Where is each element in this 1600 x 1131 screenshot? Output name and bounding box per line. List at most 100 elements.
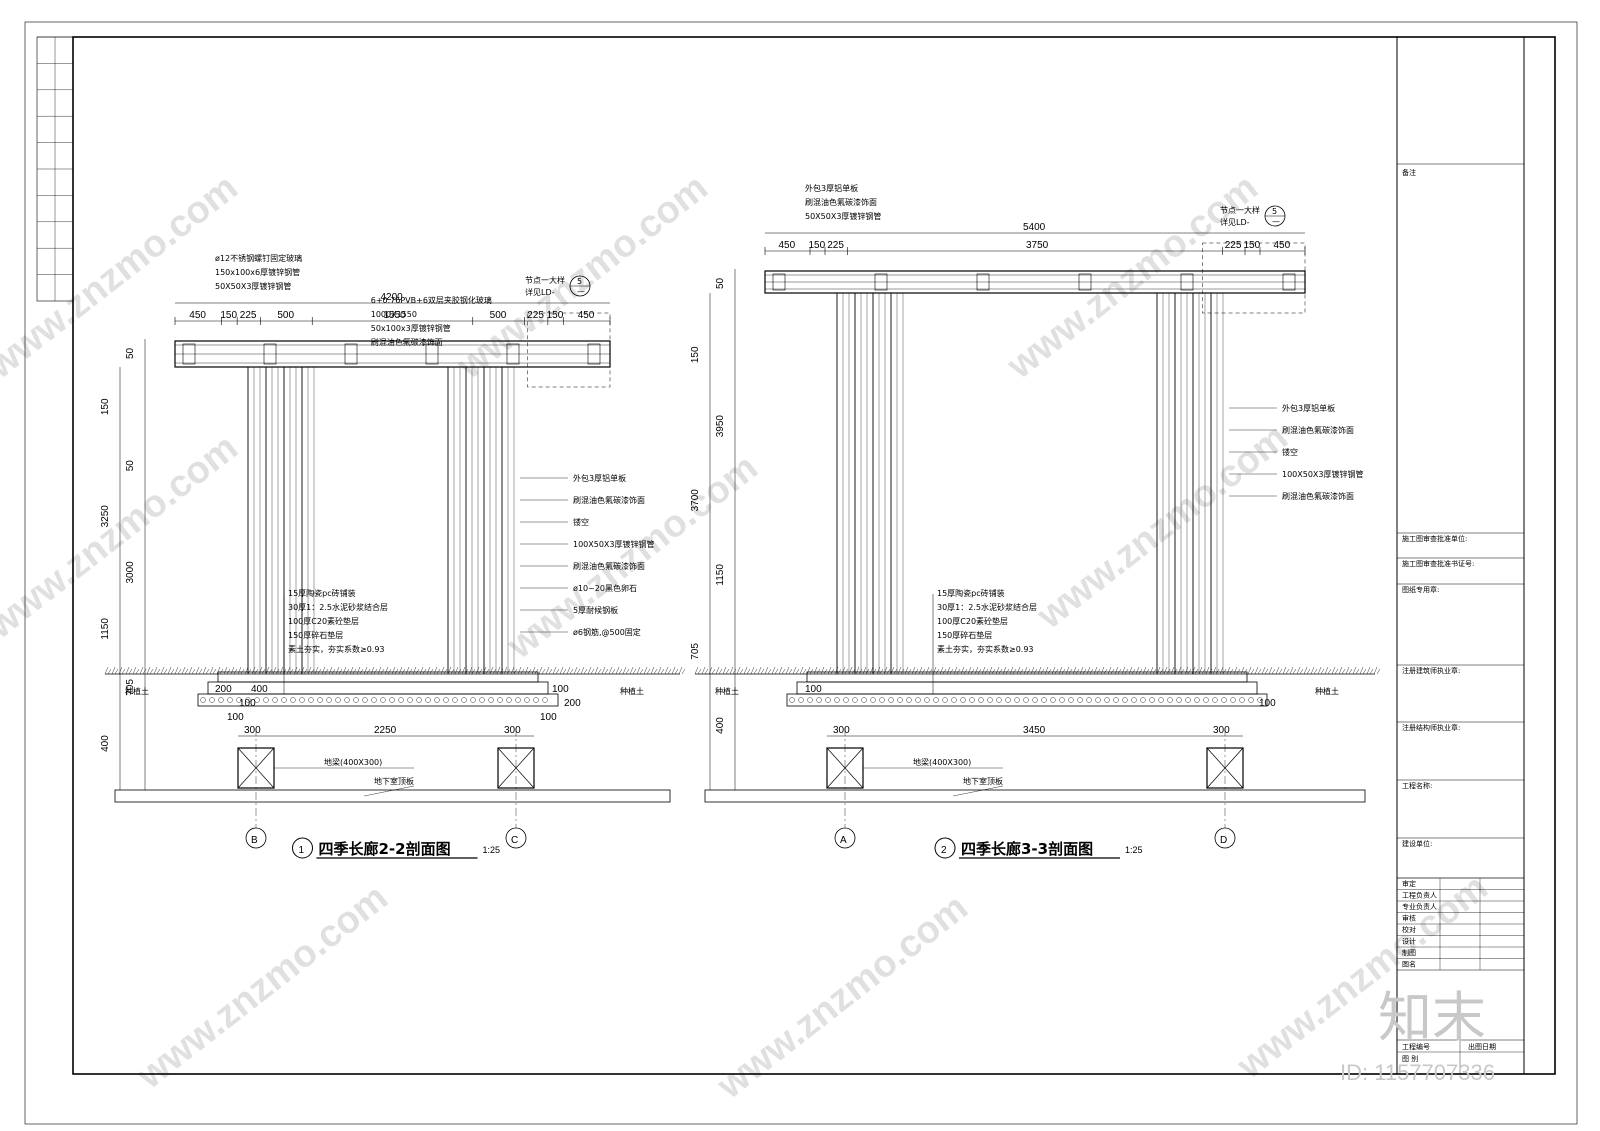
dimension-value: 225 [1225, 240, 1242, 251]
grass-stroke [1369, 668, 1374, 675]
grass-stroke [370, 666, 375, 675]
grass-stroke [440, 666, 445, 675]
grass-stroke [1306, 668, 1311, 675]
grass-stroke [499, 668, 504, 675]
sign-row-label: 图名 [1402, 960, 1416, 969]
drawing-title: 四季长廊2-2剖面图 [319, 840, 451, 858]
floor-layer-label: 素土夯实，夯实系数≥0.93 [937, 644, 1034, 654]
grass-stroke [478, 668, 483, 675]
grass-stroke [844, 668, 849, 675]
grass-stroke [921, 668, 926, 675]
detail-callout-box [527, 312, 611, 388]
grass-stroke [310, 668, 315, 675]
gravel-stone [1041, 697, 1047, 703]
gravel-stone [1104, 697, 1110, 703]
title-bubble [292, 837, 313, 859]
grass-stroke [977, 668, 982, 675]
grass-stroke [1142, 666, 1147, 675]
grass-stroke [678, 666, 683, 675]
grass-stroke [132, 666, 137, 675]
slab-label: 地下室顶板 [374, 776, 414, 786]
gravel-stone [843, 697, 849, 703]
grass-stroke [1124, 668, 1129, 675]
grass-stroke [352, 668, 357, 675]
minor-dimension: 400 [251, 684, 268, 695]
grass-stroke [328, 666, 333, 675]
grass-stroke [746, 668, 751, 675]
gravel-stone [542, 697, 548, 703]
grass-stroke [1264, 668, 1269, 675]
grass-stroke [475, 666, 480, 675]
dimension-total: 5400 [1023, 222, 1046, 233]
grass-stroke [879, 668, 884, 675]
gravel-stone [1023, 697, 1029, 703]
grass-stroke [1051, 666, 1056, 675]
grass-stroke [1068, 668, 1073, 675]
annotation-label: 外包3厚铝单板 [1282, 403, 1335, 413]
grass-stroke [890, 666, 895, 675]
grass-stroke [426, 666, 431, 675]
outer-frame [24, 21, 1578, 1125]
grass-stroke [869, 666, 874, 675]
grass-stroke [121, 668, 126, 675]
grass-stroke [736, 666, 741, 675]
grass-stroke [587, 666, 592, 675]
vertical-dimension: 50 [715, 277, 726, 289]
detail-number: 5 [1272, 207, 1277, 216]
dimension-value: 225 [827, 240, 844, 251]
grass-stroke [366, 668, 371, 675]
grass-stroke [1317, 666, 1322, 675]
vertical-dimension: 3950 [715, 415, 726, 438]
grass-stroke [841, 666, 846, 675]
grass-stroke [590, 668, 595, 675]
grass-stroke [697, 668, 702, 675]
grass-stroke [156, 668, 161, 675]
grass-stroke [1261, 666, 1266, 675]
grass-stroke [247, 668, 252, 675]
grass-stroke [865, 668, 870, 675]
grass-stroke [594, 666, 599, 675]
grass-stroke [1254, 666, 1259, 675]
vertical-dimension: 150 [690, 346, 701, 363]
grass-stroke [1327, 668, 1332, 675]
grass-stroke [373, 668, 378, 675]
grass-stroke [1156, 666, 1161, 675]
gravel-stone [389, 697, 395, 703]
annotation-label: 刷混油色氟碳漆饰面 [1282, 425, 1354, 435]
watermark-logo-text: 知末 [1378, 988, 1486, 1048]
grass-stroke [862, 666, 867, 675]
roof-tube-section [976, 273, 990, 291]
gravel-stone [888, 697, 894, 703]
grass-stroke [1089, 668, 1094, 675]
minor-dimension: 100 [227, 712, 244, 723]
grass-stroke [240, 668, 245, 675]
minor-dimension: 100 [805, 684, 822, 695]
grass-stroke [1243, 668, 1248, 675]
grass-stroke [1012, 668, 1017, 675]
grass-stroke [1250, 668, 1255, 675]
grass-stroke [858, 668, 863, 675]
grass-stroke [338, 668, 343, 675]
grass-stroke [1016, 666, 1021, 675]
grass-stroke [1138, 668, 1143, 675]
detail-ref: 详见LD- [1220, 217, 1250, 227]
grass-stroke [813, 666, 818, 675]
grass-stroke [837, 668, 842, 675]
dimension-value: 225 [240, 310, 257, 321]
gravel-stone [789, 697, 795, 703]
grass-stroke [639, 668, 644, 675]
dimension-value: 500 [277, 310, 294, 321]
grass-stroke [848, 666, 853, 675]
grass-stroke [569, 668, 574, 675]
grass-stroke [897, 666, 902, 675]
grass-stroke [851, 668, 856, 675]
grass-stroke [1226, 666, 1231, 675]
grass-stroke [632, 668, 637, 675]
sign-row-label: 设计 [1402, 937, 1416, 946]
grass-stroke [1240, 666, 1245, 675]
grass-stroke [1079, 666, 1084, 675]
grass-stroke [792, 666, 797, 675]
grass-stroke [552, 666, 557, 675]
grass-stroke [743, 666, 748, 675]
